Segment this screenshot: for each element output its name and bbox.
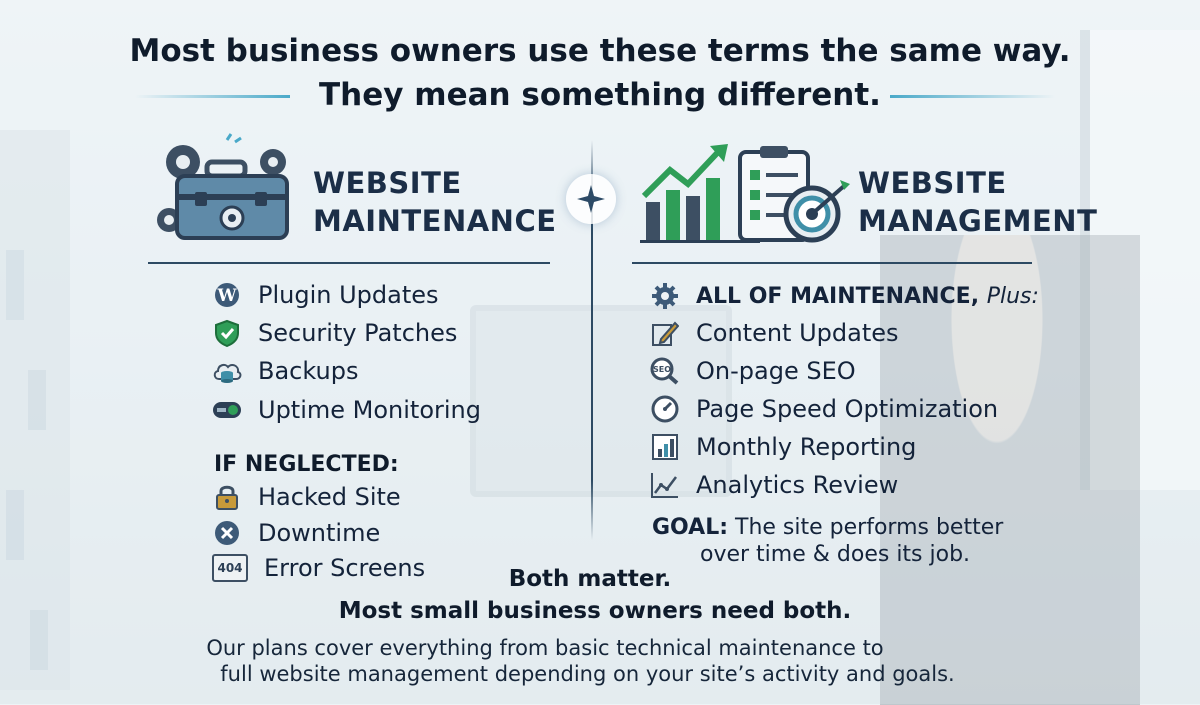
growth-checklist-target-icon — [640, 144, 850, 243]
list-item: Hacked Site — [212, 482, 401, 512]
headline-line-2: They mean something different. — [319, 77, 881, 113]
padlock-icon — [212, 482, 242, 512]
list-item: Backups — [212, 356, 358, 386]
plans-note-line-2: full website management depending on you… — [220, 662, 955, 686]
cloud-database-icon — [212, 356, 242, 386]
management-intro: ALL OF MAINTENANCE, Plus: — [650, 281, 1039, 311]
maintenance-underline — [148, 262, 550, 264]
management-underline — [632, 262, 1032, 264]
gear-icon — [650, 281, 680, 311]
list-item: SEO On-page SEO — [650, 356, 856, 386]
need-both-line: Most small business owners need both. — [338, 598, 852, 624]
pencil-icon — [650, 318, 680, 348]
list-item: Content Updates — [650, 318, 899, 348]
list-item: Page Speed Optimization — [650, 394, 998, 424]
title-rule-left — [135, 95, 290, 98]
speedometer-icon — [650, 394, 680, 424]
list-item: Monthly Reporting — [650, 432, 916, 462]
list-item: Downtime — [212, 518, 380, 548]
list-item: Uptime Monitoring — [212, 395, 481, 425]
neglect-heading: IF NEGLECTED: — [214, 452, 399, 477]
maintenance-title: WEBSITE MAINTENANCE — [313, 166, 557, 238]
svg-text:W: W — [216, 286, 237, 306]
list-item: Analytics Review — [650, 470, 898, 500]
list-item: W Plugin Updates — [212, 280, 439, 310]
line-chart-icon — [650, 470, 680, 500]
management-title: WEBSITE MANAGEMENT — [858, 166, 1098, 238]
title-rule-right — [890, 95, 1055, 98]
shield-check-icon — [212, 318, 242, 348]
list-item: 404 Error Screens — [212, 554, 425, 582]
bar-chart-icon — [650, 432, 680, 462]
column-divider — [591, 140, 593, 540]
goal-statement: GOAL: The site performs better over time… — [652, 515, 1004, 567]
seo-magnifier-icon: SEO — [650, 356, 680, 386]
error-404-icon: 404 — [212, 554, 248, 582]
list-item: Security Patches — [212, 318, 457, 348]
both-matter-line: Both matter. — [508, 566, 672, 592]
toolbox-gears-icon — [157, 133, 289, 240]
wordpress-icon: W — [212, 280, 242, 310]
headline-line-1: Most business owners use these terms the… — [129, 33, 1071, 69]
status-toggle-icon — [212, 395, 242, 425]
sparkle-icon — [566, 174, 616, 224]
x-circle-icon — [212, 518, 242, 548]
plans-note-line-1: Our plans cover everything from basic te… — [206, 636, 884, 660]
svg-text:SEO: SEO — [653, 365, 671, 374]
